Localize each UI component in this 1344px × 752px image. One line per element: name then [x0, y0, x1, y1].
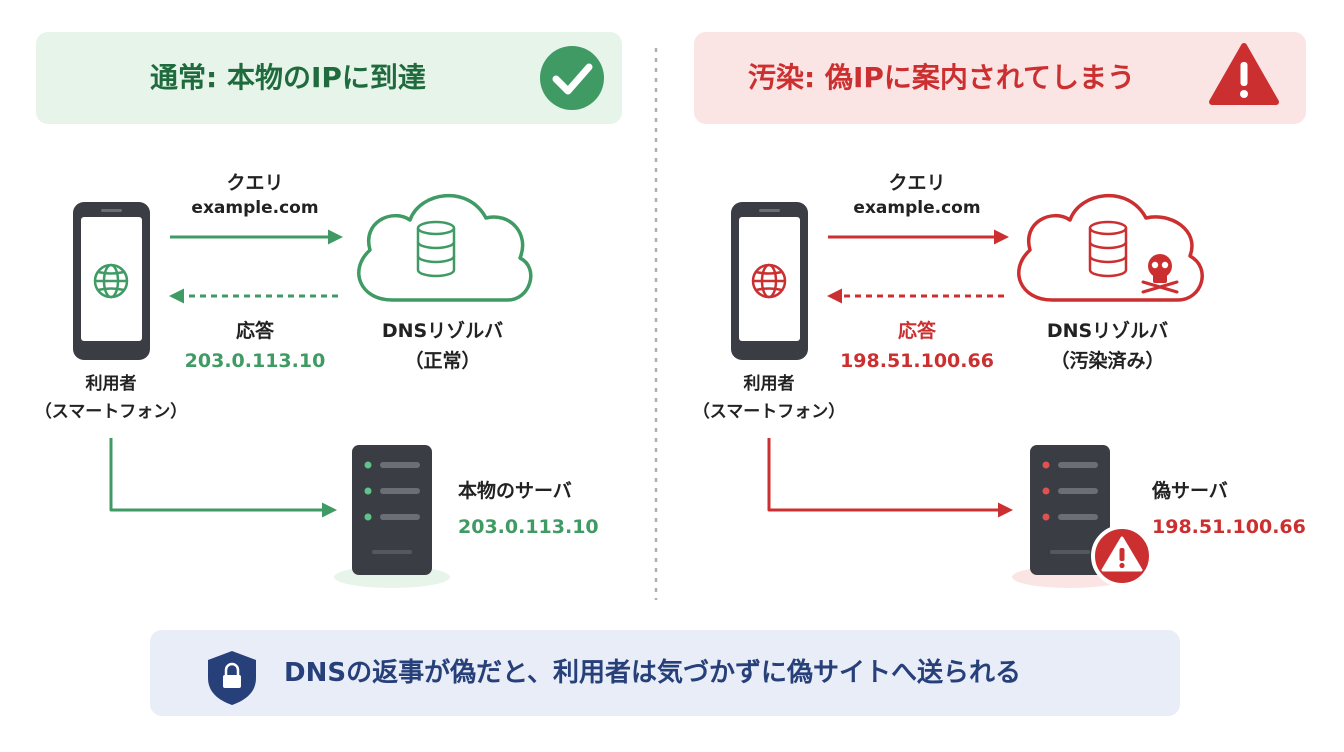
response-ip: 198.51.100.66 — [840, 350, 994, 372]
normal-title: 通常: 本物のIPに到達 — [150, 61, 426, 94]
server-label: 本物のサーバ — [458, 480, 572, 502]
globe-icon — [751, 263, 787, 299]
check-circle-icon — [540, 46, 604, 110]
real-server-icon — [352, 445, 432, 575]
client-label: 利用者 — [743, 374, 795, 394]
resolver-label: DNSリゾルバ — [381, 320, 504, 342]
server-ip: 198.51.100.66 — [1152, 516, 1306, 538]
client-label: 利用者 — [85, 374, 137, 394]
connect-arrow — [767, 438, 1013, 518]
fake-server-icon — [1030, 445, 1110, 575]
skull-icon — [1141, 254, 1179, 294]
database-icon — [1088, 220, 1128, 278]
client-sub: （スマートフォン） — [692, 402, 846, 422]
response-ip: 203.0.113.10 — [184, 350, 326, 372]
client-sub: （スマートフォン） — [34, 402, 188, 422]
query-domain: example.com — [191, 198, 319, 218]
server-ip: 203.0.113.10 — [458, 516, 599, 538]
warning-triangle-icon — [1209, 43, 1279, 105]
query-domain: example.com — [853, 198, 981, 218]
server-label: 偽サーバ — [1152, 480, 1228, 502]
resolver-sub: （正常） — [404, 350, 481, 372]
response-label: 応答 — [235, 320, 274, 342]
query-label: クエリ — [226, 172, 284, 194]
resolver-label: DNSリゾルバ — [1046, 320, 1169, 342]
response-label: 応答 — [897, 320, 936, 342]
normal-banner — [36, 32, 622, 124]
poisoned-phone — [731, 202, 808, 360]
database-icon — [416, 220, 456, 278]
connect-arrow — [109, 438, 337, 518]
poisoned-banner — [694, 32, 1306, 124]
warning-badge-icon — [1091, 525, 1153, 587]
footer-banner — [150, 630, 1180, 716]
resolver-sub: （汚染済み） — [1050, 350, 1165, 372]
query-label: クエリ — [888, 172, 946, 194]
shield-lock-icon — [208, 651, 256, 705]
globe-icon — [93, 263, 129, 299]
footer-text: DNSの返事が偽だと、利用者は気づかずに偽サイトへ送られる — [284, 658, 1022, 688]
poisoned-title: 汚染: 偽IPに案内されてしまう — [748, 61, 1136, 94]
